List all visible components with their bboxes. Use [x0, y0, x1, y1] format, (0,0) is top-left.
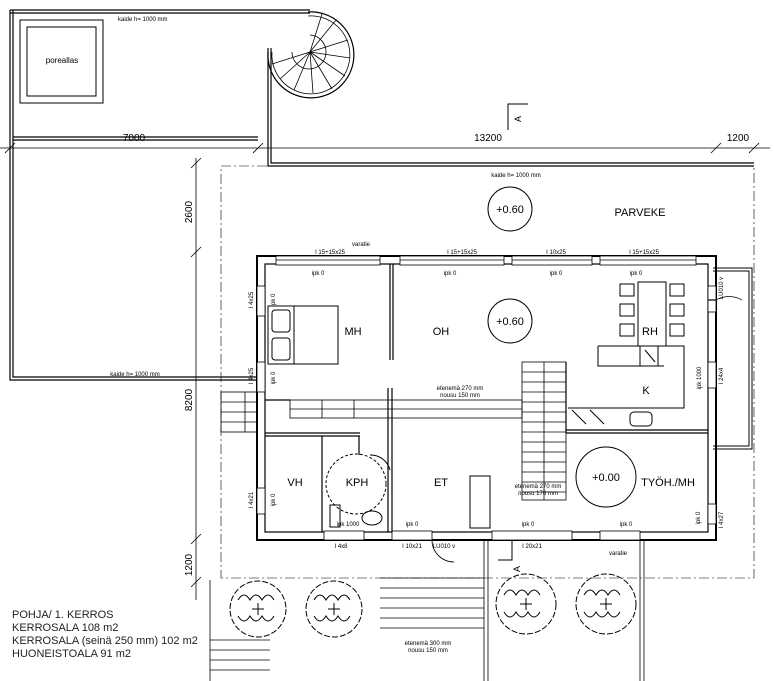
exterior-walls — [256, 255, 717, 541]
interior-walls — [265, 264, 716, 532]
side-label-4: LU010 v — [719, 277, 725, 299]
railing-note-top: kaide h= 1000 mm — [118, 17, 168, 23]
window-label-4: I 15+15x25 — [629, 250, 660, 256]
note-varatie-top: varatie — [352, 242, 371, 248]
stair3-note-b: nousu 150 mm — [408, 648, 448, 654]
balcony-right-railing — [713, 267, 753, 450]
entry-cabinet — [469, 475, 491, 529]
kitchen-counter — [568, 345, 685, 427]
top-dimension-line — [0, 142, 770, 154]
room-mh: MH — [344, 326, 361, 338]
upper-floor-outline — [220, 165, 755, 579]
floor-area-wall: KERROSALA (seinä 250 mm) 102 m2 — [12, 635, 198, 647]
windows-bottom — [323, 530, 641, 541]
ipk-label-2: ipk 0 — [444, 271, 457, 277]
floor-info-block: POHJA/ 1. KERROS KERROSALA 108 m2 KERROS… — [12, 609, 198, 661]
tree-4 — [575, 573, 637, 635]
ipk-label-9: ipk 0 — [696, 511, 702, 524]
entrance-stair — [209, 540, 645, 681]
room-oh: OH — [433, 326, 450, 338]
floor-title: POHJA/ 1. KERROS — [12, 609, 114, 621]
room-k: K — [642, 385, 650, 397]
hot-tub-label: poreallas — [46, 56, 78, 65]
level-marker-tyoh — [575, 446, 637, 508]
left-exterior-stair — [220, 391, 258, 433]
tree-1 — [229, 580, 287, 638]
level-parveke: +0.60 — [496, 204, 524, 216]
ipk-label-4: ipk 0 — [630, 271, 643, 277]
trees — [229, 573, 637, 638]
room-tyoh: TYÖH./MH — [641, 477, 695, 489]
terrace-outline — [9, 9, 754, 381]
bottom-label-3: LU010 v — [433, 544, 455, 550]
dim-1200-side: 1200 — [184, 553, 195, 576]
level-marker-oh — [487, 298, 533, 344]
side-label-6: I 4x27 — [719, 511, 725, 528]
dim-1200-top: 1200 — [727, 133, 750, 144]
left-dimension-line — [190, 157, 202, 600]
level-marker-parveke — [487, 186, 533, 232]
dim-2600: 2600 — [184, 200, 195, 223]
ipk-label-11: ipk 0 — [271, 371, 277, 384]
windows-side — [256, 285, 717, 525]
bottom-label-4: I 20x21 — [522, 544, 542, 550]
room-vh: VH — [287, 477, 302, 489]
room-parveke: PARVEKE — [615, 207, 666, 219]
note-varatie-bottom: varatie — [609, 551, 628, 557]
railing-note-left: kaide h= 1000 mm — [110, 372, 160, 378]
main-staircase — [521, 361, 567, 501]
ipk-label-8: ipk 1000 — [697, 366, 703, 389]
tree-3 — [495, 573, 557, 635]
ipk-label-6: ipk 0 — [522, 522, 535, 528]
stair2-note-a: etenemä 270 mm — [515, 484, 562, 490]
ipk-label-5: ipk 0 — [406, 522, 419, 528]
bottom-label-2: I 10x21 — [402, 544, 422, 550]
floor-area-apartment: HUONEISTOALA 91 m2 — [12, 648, 132, 660]
window-label-2: I 15+15x25 — [447, 250, 478, 256]
dim-8200: 8200 — [184, 388, 195, 411]
side-label-3: I 4x21 — [249, 491, 255, 508]
side-label-2: I 4x25 — [249, 367, 255, 384]
ipk-label-7: ipk 0 — [620, 522, 633, 528]
stair2-note-b: nousu 176 mm — [518, 491, 558, 497]
section-label-top: A — [513, 116, 523, 122]
stair3-note-a: etenemä 300 mm — [405, 641, 452, 647]
side-label-5: I 24x4 — [719, 367, 725, 384]
bed — [267, 305, 339, 365]
room-et: ET — [434, 477, 448, 489]
section-arrow-top — [507, 103, 528, 130]
section-arrow-bottom — [498, 540, 513, 561]
hot-tub: poreallas — [19, 19, 104, 104]
ipk-label-3: ipk 0 — [550, 271, 563, 277]
room-kph: KPH — [346, 477, 369, 489]
dim-13200: 13200 — [474, 133, 502, 144]
spiral-staircase — [267, 11, 355, 99]
stair1-note-a: etenemä 270 mm — [437, 386, 484, 392]
ipk-label-12: ipk 0 — [271, 493, 277, 506]
window-label-3: I 10x25 — [546, 250, 566, 256]
stair1-note-b: nousu 150 mm — [440, 393, 480, 399]
windows-top — [275, 255, 697, 266]
ipk-label-1000: ipk 1000 — [337, 522, 360, 528]
ipk-label-1: ipk 0 — [312, 271, 325, 277]
handrail-run — [289, 399, 523, 419]
level-oh: +0.60 — [496, 316, 524, 328]
doors — [431, 296, 743, 563]
bathroom-fixtures — [325, 453, 391, 528]
level-tyoh: +0.00 — [592, 472, 620, 484]
tree-2 — [305, 580, 363, 638]
bottom-label-1: I 4x8 — [334, 544, 348, 550]
room-rh: RH — [642, 326, 658, 338]
window-label-1: I 15+15x25 — [315, 250, 346, 256]
side-label-1: I 4x25 — [249, 291, 255, 308]
section-label-bottom: A — [512, 566, 522, 572]
dim-7000: 7000 — [123, 133, 146, 144]
ipk-label-10: ipk 0 — [271, 293, 277, 306]
floor-area-gross: KERROSALA 108 m2 — [12, 622, 119, 634]
railing-note-balcony: kaide h= 1000 mm — [491, 173, 541, 179]
